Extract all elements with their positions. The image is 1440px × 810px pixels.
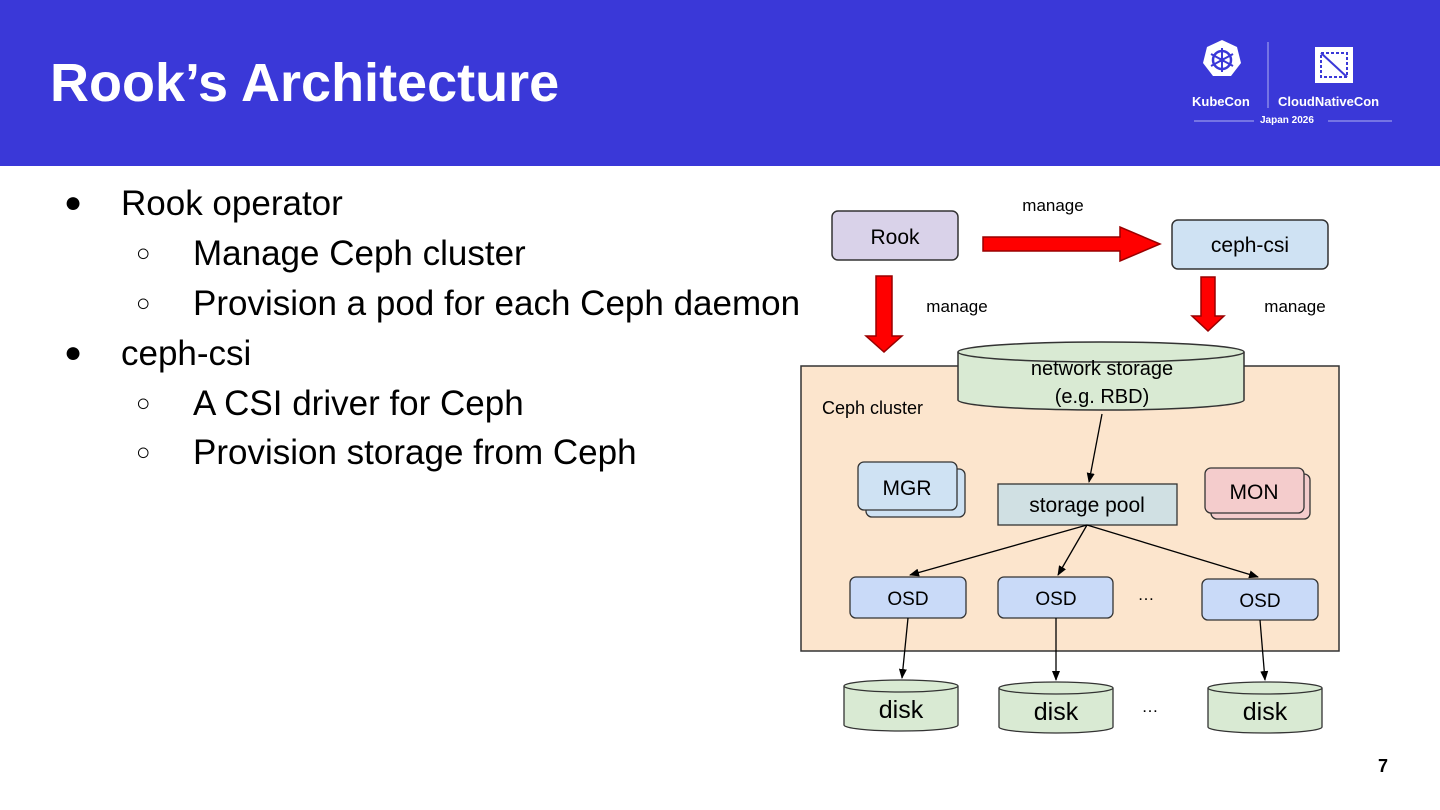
kubecon-logo-graphic — [1194, 40, 1392, 122]
disk-ellipsis: … — [1142, 697, 1159, 716]
arrow-pool-to-osd1 — [909, 524, 1088, 577]
arrow-osd3-to-disk3 — [1259, 619, 1269, 681]
rook-label: Rook — [870, 226, 920, 249]
mon-box — [1204, 467, 1305, 514]
page-number: 7 — [1378, 756, 1389, 776]
ceph-csi-box — [1171, 219, 1329, 270]
disk-label-1: disk — [879, 696, 924, 724]
network-storage-example: (e.g. RBD) — [1055, 386, 1149, 408]
mgr-box — [857, 461, 958, 511]
bullet-dot: ● — [64, 186, 83, 219]
storage-pool-box — [997, 483, 1178, 526]
sub-bullet-ring: ○ — [136, 290, 151, 317]
logo-kubecon-text: KubeCon — [1192, 94, 1250, 109]
logo-cloudnativecon-text: CloudNativeCon — [1278, 94, 1380, 109]
osd-ellipsis: … — [1138, 585, 1155, 604]
disk-cylinder-3 — [1207, 681, 1323, 734]
mon-label: MON — [1230, 481, 1279, 504]
bullet-ceph-csi: ceph-csi — [121, 334, 252, 373]
disk-label-2: disk — [1034, 698, 1079, 726]
kubecon-logo: KubeCon CloudNativeCon Japan 2026 — [1186, 36, 1400, 132]
arrow-osd1-to-disk1 — [898, 617, 909, 679]
osd-label-1: OSD — [887, 589, 928, 610]
sub-bullet-provision-pod: Provision a pod for each Ceph daemon — [193, 284, 801, 323]
header-bar: Rook’s Architecture KubeCon CloudNativeC… — [0, 0, 1440, 166]
bullet-rook-operator: Rook operator — [121, 184, 343, 223]
manage-top-label: manage — [1022, 196, 1083, 215]
osd-label-2: OSD — [1035, 589, 1076, 610]
manage-right-label: manage — [1264, 297, 1325, 316]
manage-arrow-right — [982, 225, 1162, 263]
sub-bullet-ring: ○ — [136, 439, 151, 466]
logo-event-text: Japan 2026 — [1260, 115, 1314, 126]
osd-label-3: OSD — [1239, 591, 1280, 612]
disk-cylinder-1 — [843, 679, 959, 732]
slide-title: Rook’s Architecture — [50, 53, 560, 113]
mgr-label: MGR — [883, 477, 932, 500]
arrow-pool-to-osd3 — [1086, 524, 1259, 579]
sub-bullet-csi-driver: A CSI driver for Ceph — [193, 384, 524, 423]
network-storage-cylinder — [957, 341, 1245, 411]
sub-bullet-provision-storage: Provision storage from Ceph — [193, 433, 637, 472]
sub-bullet-ring: ○ — [136, 390, 151, 417]
disk-label-3: disk — [1243, 698, 1288, 726]
sub-bullet-manage-ceph: Manage Ceph cluster — [193, 234, 526, 273]
bullet-dot: ● — [64, 336, 83, 369]
arrow-storage-to-pool — [1086, 413, 1103, 483]
disk-cylinder-2 — [998, 681, 1114, 734]
manage-left-label: manage — [926, 297, 987, 316]
network-storage-label: network storage — [1031, 358, 1173, 380]
manage-arrow-down-right — [1190, 276, 1226, 333]
sub-bullet-ring: ○ — [136, 240, 151, 267]
arrow-pool-to-osd2 — [1057, 524, 1088, 576]
rook-box — [831, 210, 959, 261]
manage-arrow-down-left — [864, 275, 904, 354]
ceph-csi-label: ceph-csi — [1211, 234, 1289, 257]
ceph-cluster-label: Ceph cluster — [822, 398, 923, 418]
storage-pool-label: storage pool — [1029, 494, 1145, 517]
